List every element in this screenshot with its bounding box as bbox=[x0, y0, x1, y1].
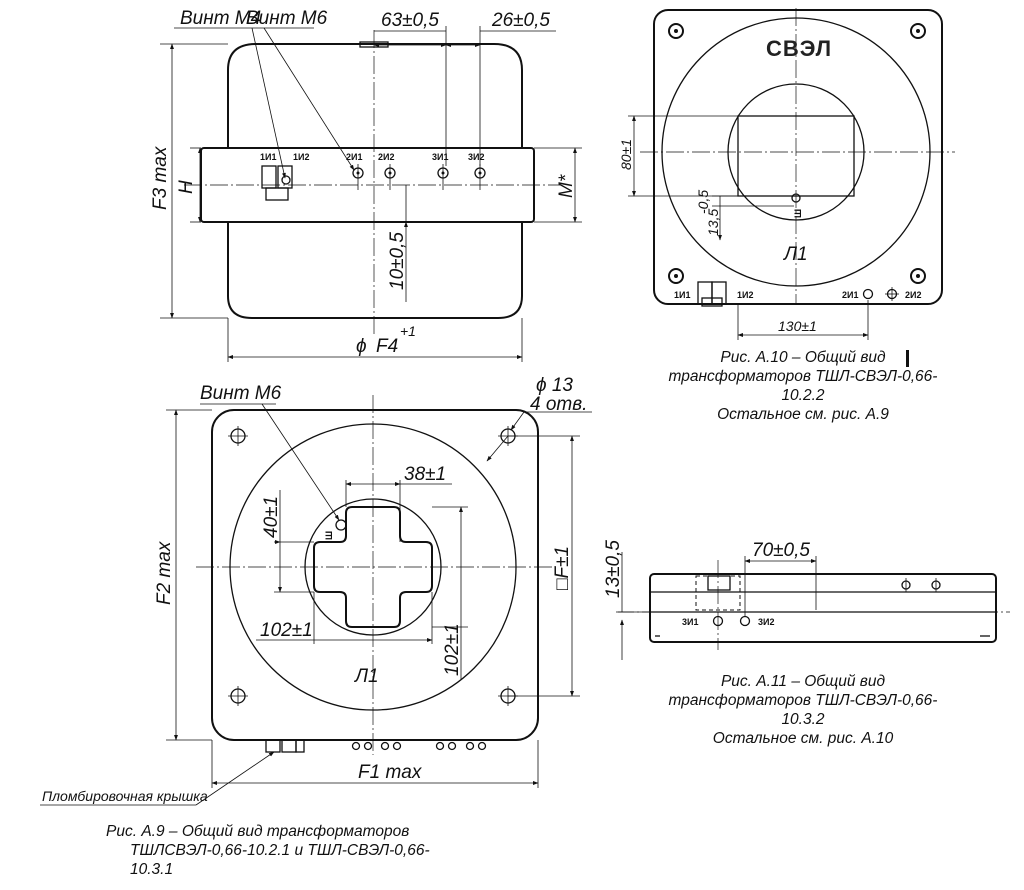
dim-f3-max: F3 max bbox=[150, 145, 171, 210]
terminal-label: 1И2 bbox=[293, 152, 309, 162]
sh-mark: Ш bbox=[793, 209, 803, 218]
hole-count: 4 отв. bbox=[530, 394, 587, 415]
terminal-label: 2И1 bbox=[842, 290, 858, 300]
fig-a9-front-view: Ш Винт М6 ϕ 13 4 отв. 38±1 40±1 102±1 10… bbox=[40, 375, 592, 806]
terminal-label: 1И2 bbox=[737, 290, 753, 300]
dim-80: 80±1 bbox=[618, 139, 634, 170]
dim-f: □F±1 bbox=[552, 546, 573, 590]
l1-mark: Л1 bbox=[353, 666, 379, 687]
screw-m4-label: Винт М4 bbox=[180, 8, 261, 29]
dim-f1-max: F1 max bbox=[358, 762, 423, 783]
seal-cover-label: Пломбировочная крышка bbox=[42, 788, 208, 804]
dim-f2-max: F2 max bbox=[154, 540, 175, 605]
dim-38: 38±1 bbox=[404, 464, 446, 485]
fig-a10-view: СВЭЛ 80±1 13,5 -0,5 Ш Л1 1И1 1И2 2И1 2И2… bbox=[618, 8, 955, 340]
caption-line: трансформаторов ТШЛ-СВЭЛ-0,66- bbox=[668, 368, 938, 385]
caption-line: Рис. А.9 – Общий вид трансформаторов bbox=[106, 823, 410, 840]
dim-102-vertical: 102±1 bbox=[442, 623, 463, 676]
caption-mark bbox=[906, 350, 909, 367]
dim-h: H bbox=[176, 180, 197, 194]
terminal-label: 3И1 bbox=[432, 152, 448, 162]
sh-mark: Ш bbox=[324, 531, 334, 540]
caption-line: 10.3.1 bbox=[130, 861, 174, 878]
terminal-label: 2И2 bbox=[378, 152, 394, 162]
caption-line: 10.3.2 bbox=[781, 711, 825, 728]
caption-line: Рис. А.11 – Общий вид bbox=[720, 673, 886, 690]
dim-40: 40±1 bbox=[261, 496, 282, 538]
terminal-label: 1И1 bbox=[260, 152, 276, 162]
fig-a11-caption: Рис. А.11 – Общий вид трансформаторов ТШ… bbox=[636, 672, 970, 748]
dim-63: 63±0,5 bbox=[381, 10, 439, 31]
terminal-label: 3И2 bbox=[758, 617, 774, 627]
dim-130: 130±1 bbox=[778, 318, 817, 334]
caption-line: 10.2.2 bbox=[781, 387, 825, 404]
dim-f4-tolerance: +1 bbox=[400, 323, 416, 339]
fig-a10-caption: Рис. А.10 – Общий вид трансформаторов ТШ… bbox=[636, 348, 970, 424]
dim-102-horizontal: 102±1 bbox=[260, 620, 313, 641]
fig-a11-view: 3И1 3И2 70±0,5 13±0,5 bbox=[603, 540, 1010, 660]
dim-70: 70±0,5 bbox=[752, 540, 810, 561]
fig-a9-caption: Рис. А.9 – Общий вид трансформаторов ТШЛ… bbox=[106, 822, 430, 879]
caption-line: трансформаторов ТШЛ-СВЭЛ-0,66- bbox=[668, 692, 938, 709]
dim-m: M* bbox=[556, 174, 577, 198]
caption-line: Остальное см. рис. А.10 bbox=[712, 730, 894, 747]
dim-13: 13±0,5 bbox=[603, 540, 624, 598]
hole-diameter: ϕ 13 bbox=[536, 375, 573, 396]
dim-13-5-tolerance: -0,5 bbox=[695, 190, 711, 214]
svel-logo: СВЭЛ bbox=[766, 36, 832, 61]
dim-26: 26±0,5 bbox=[491, 10, 550, 31]
screw-m6-label: Винт М6 bbox=[246, 8, 328, 29]
dim-13-5: 13,5 bbox=[705, 209, 721, 236]
dim-10: 10±0,5 bbox=[387, 232, 408, 290]
caption-line: ТШЛСВЭЛ-0,66-10.2.1 и ТШЛ-СВЭЛ-0,66- bbox=[130, 842, 430, 859]
dim-f4: F4 bbox=[376, 336, 398, 357]
caption-line: Остальное см. рис. А.9 bbox=[717, 406, 889, 423]
dim-f4-symbol: ϕ bbox=[356, 336, 367, 357]
terminal-label: 1И1 bbox=[674, 290, 690, 300]
terminal-label: 3И2 bbox=[468, 152, 484, 162]
caption-line: Рис. А.10 – Общий вид bbox=[720, 349, 886, 366]
terminal-label: 2И1 bbox=[346, 152, 362, 162]
l1-mark: Л1 bbox=[782, 244, 808, 265]
fig-a9-top-view: 1И1 1И2 2И1 2И2 3И1 3И2 Винт М4 Винт М6 … bbox=[150, 8, 582, 362]
terminal-label: 2И2 bbox=[905, 290, 921, 300]
terminal-label: 3И1 bbox=[682, 617, 698, 627]
screw-m6-label-front: Винт М6 bbox=[200, 383, 282, 404]
